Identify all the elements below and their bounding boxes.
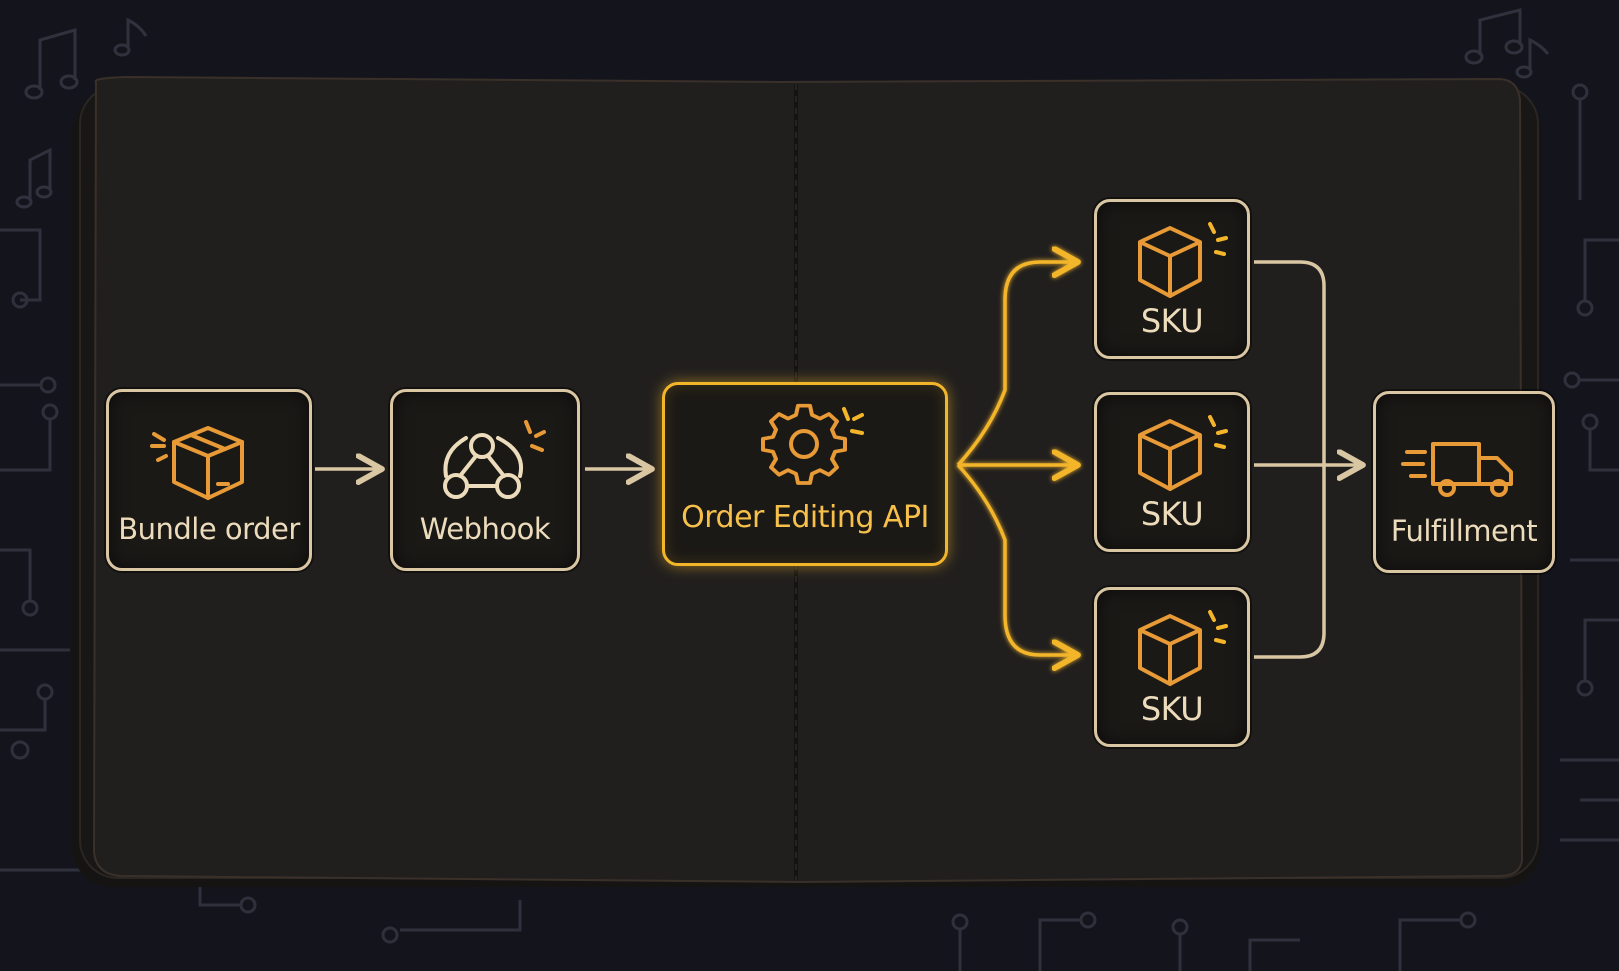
node-bundle-order[interactable]: Bundle order [106, 389, 312, 571]
webhook-icon [443, 420, 546, 499]
music-notes [15, 8, 1550, 209]
node-webhook[interactable]: Webhook [390, 389, 580, 571]
node-sku-bottom[interactable]: SKU [1094, 587, 1250, 747]
circuit-traces [0, 83, 1619, 971]
node-order-editing-api[interactable]: Order Editing API [662, 382, 948, 566]
box-icon [150, 426, 244, 500]
cube-icon [1138, 415, 1228, 491]
cube-icon [1138, 222, 1228, 298]
node-sku-top-label: SKU [1140, 302, 1204, 340]
node-sku-bottom-label: SKU [1140, 690, 1204, 728]
edge-api-to-sku-top [956, 262, 1078, 467]
edge-sku-top-to-fulfillment [1254, 260, 1326, 465]
edge-api-to-sku-bottom [956, 463, 1078, 655]
node-webhook-label: Webhook [419, 512, 551, 546]
edge-sku-bottom-to-fulfillment [1254, 465, 1326, 659]
truck-icon [1401, 442, 1513, 497]
node-bundle-order-label: Bundle order [118, 512, 300, 546]
node-fulfillment[interactable]: Fulfillment [1373, 391, 1555, 573]
node-sku-middle-label: SKU [1140, 495, 1204, 533]
cube-icon [1138, 610, 1228, 686]
gear-icon [761, 403, 864, 485]
node-fulfillment-label: Fulfillment [1390, 514, 1538, 548]
node-sku-middle[interactable]: SKU [1094, 392, 1250, 552]
node-sku-top[interactable]: SKU [1094, 199, 1250, 359]
node-order-editing-api-label: Order Editing API [681, 500, 929, 535]
